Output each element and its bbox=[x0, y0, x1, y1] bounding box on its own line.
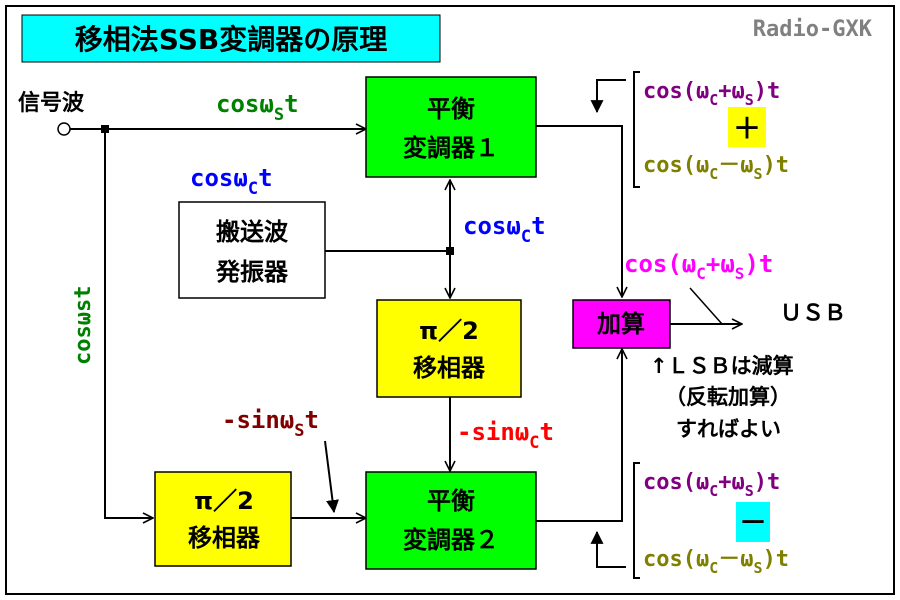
top-sum-label: cos(ωC+ωS)t bbox=[643, 79, 780, 109]
bm2-spectrum-arrow bbox=[590, 530, 626, 568]
bm1-spectrum-arrow bbox=[590, 79, 626, 114]
junction-dot-carrier bbox=[446, 247, 454, 255]
signal-line-to-ps bbox=[104, 133, 153, 518]
bottom-bracket bbox=[633, 462, 640, 579]
lsb-note-line1: ↑ＬＳＢは減算 bbox=[650, 354, 794, 378]
minus-sign: － bbox=[739, 506, 767, 539]
lsb-note-line3: すればよい bbox=[676, 417, 781, 441]
input-label: 信号波 bbox=[18, 90, 85, 116]
signal-phase-shifter: π／2 移相器 bbox=[154, 471, 292, 567]
junction-dot-signal bbox=[101, 125, 109, 133]
result-leader-line bbox=[689, 287, 723, 325]
cos-wc-left-label: cosωCt bbox=[190, 164, 273, 199]
top-diff-label: cos(ωC－ωS)t bbox=[643, 153, 789, 183]
bm2-label-line1: 平衡 bbox=[427, 487, 475, 515]
balanced-modulator-2: 平衡 変調器２ bbox=[365, 471, 537, 570]
page-title: 移相法SSB変調器の原理 bbox=[75, 23, 387, 56]
carrier-oscillator: 搬送波 発振器 bbox=[178, 201, 326, 299]
sin-wc-label: -sinωCt bbox=[457, 418, 554, 453]
top-bracket bbox=[633, 71, 640, 188]
bottom-diff-label: cos(ωC－ωS)t bbox=[643, 547, 789, 577]
title-background bbox=[21, 14, 441, 63]
result-label: cos(ωC+ωS)t bbox=[624, 250, 773, 283]
lsb-note-line2: （反転加算） bbox=[665, 385, 791, 409]
carrier-phase-shifter: π／2 移相器 bbox=[376, 299, 522, 398]
ps-signal-label-line1: π／2 bbox=[194, 487, 254, 515]
bm1-output-line bbox=[536, 125, 622, 297]
cos-ws-top-label: cosωSt bbox=[216, 90, 299, 125]
bm1-label-line1: 平衡 bbox=[427, 95, 475, 123]
input-terminal bbox=[57, 122, 71, 136]
cos-ws-vertical-label: cosωst bbox=[71, 286, 96, 365]
cos-wc-right-label: cosωCt bbox=[463, 212, 546, 247]
ps-carrier-label-line1: π／2 bbox=[419, 317, 479, 345]
adder-block: 加算 bbox=[572, 299, 671, 349]
plus-sign-background bbox=[728, 107, 766, 147]
bm2-label-line2: 変調器２ bbox=[403, 526, 499, 554]
osc-label-line1: 搬送波 bbox=[216, 218, 289, 246]
sin-ws-label: -sinωSt bbox=[222, 406, 319, 441]
usb-label: ＵＳＢ bbox=[780, 301, 846, 326]
sin-ws-pointer bbox=[324, 440, 339, 514]
bottom-sum-label: cos(ωC+ωS)t bbox=[643, 470, 780, 500]
bm1-label-line2: 変調器１ bbox=[403, 134, 499, 162]
brand-label: Radio-GXK bbox=[753, 17, 873, 42]
plus-sign: ＋ bbox=[733, 112, 761, 145]
adder-label: 加算 bbox=[597, 310, 645, 338]
ps-signal-label-line2: 移相器 bbox=[188, 524, 261, 552]
minus-sign-background bbox=[736, 502, 770, 542]
ps-carrier-label-line2: 移相器 bbox=[413, 354, 486, 382]
osc-label-line2: 発振器 bbox=[215, 258, 289, 286]
balanced-modulator-1: 平衡 変調器１ bbox=[365, 76, 537, 178]
bm2-output-line bbox=[536, 349, 622, 522]
